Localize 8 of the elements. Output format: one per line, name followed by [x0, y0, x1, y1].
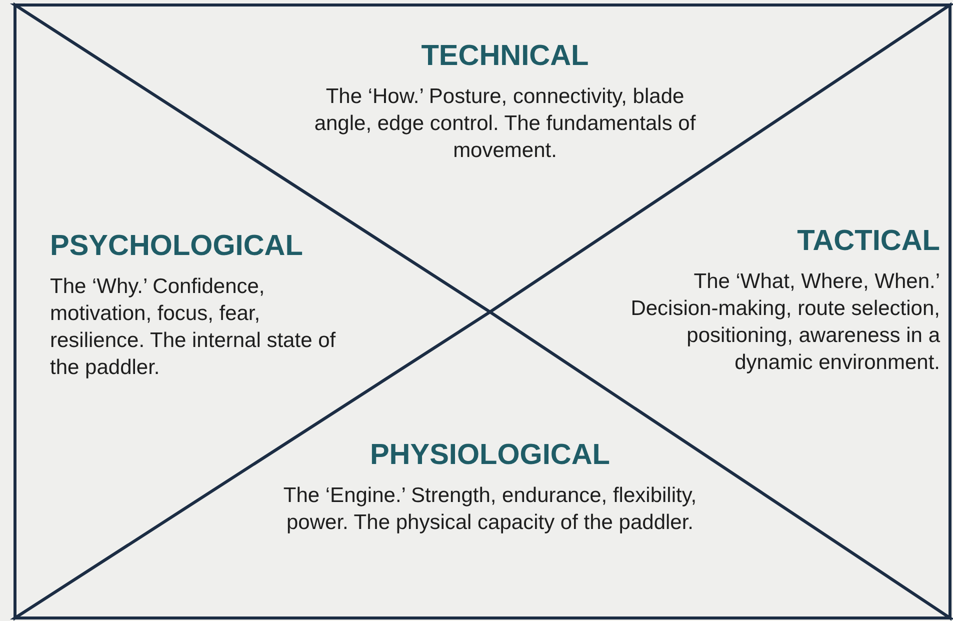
section-heading: PSYCHOLOGICAL [50, 230, 304, 263]
section-heading: PHYSIOLOGICAL [368, 439, 612, 472]
description-text: The ‘What, Where, When.’ Decision-making, route selection, positioning, awareness in a dynamic environment. [630, 269, 940, 376]
section-heading: TECHNICAL [420, 40, 590, 73]
description-text: The ‘Engine.’ Strength, endurance, flexibility, power. The physical capacity of the paddler. [282, 483, 698, 536]
section-heading: TACTICAL [796, 225, 940, 258]
description-text: The ‘How.’ Posture, connectivity, blade angle, edge control. The fundamentals of movement. [313, 84, 697, 164]
description-text: The ‘Why.’ Confidence, motivation, focus, fear, resilience. The internal state of the paddler. [50, 274, 337, 381]
